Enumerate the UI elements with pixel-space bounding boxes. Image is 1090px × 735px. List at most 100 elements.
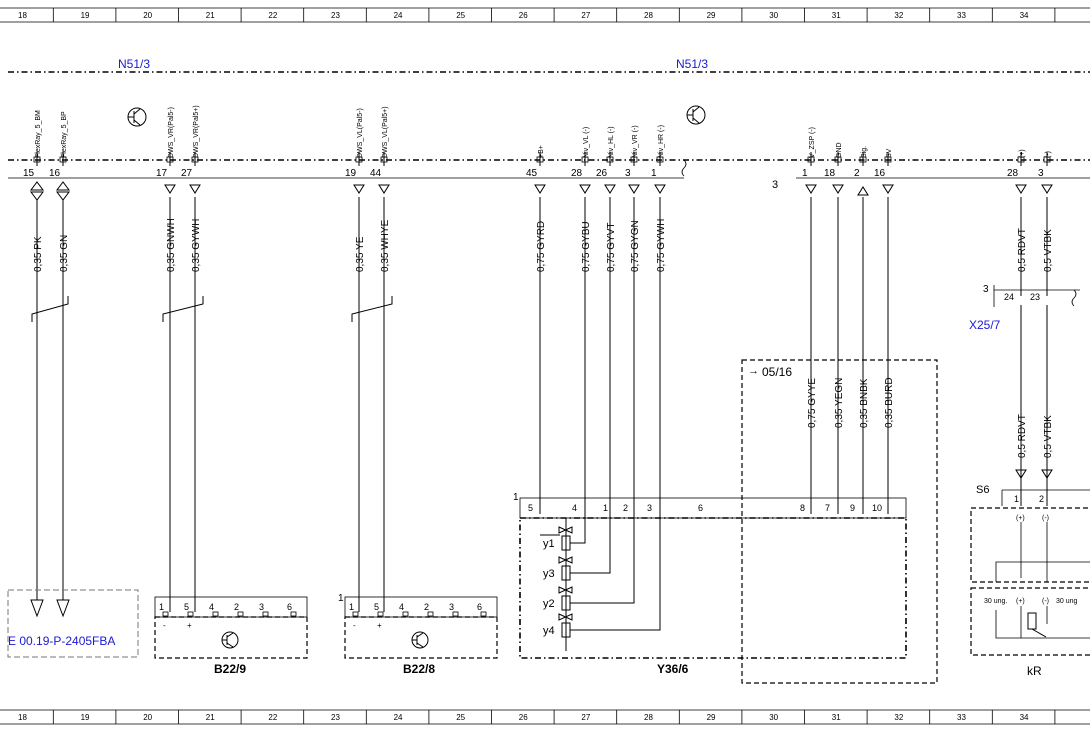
pin-label: (-) <box>1045 151 1052 158</box>
grid-number: 25 <box>456 713 465 722</box>
pin-number: 28 <box>1007 168 1019 179</box>
valve-coil-icon <box>561 595 571 611</box>
transistor-icon <box>686 105 706 125</box>
grid-number: 20 <box>143 11 152 20</box>
pin-label: Niv_HL (-) <box>608 126 615 158</box>
valve-coil-icon <box>561 535 571 551</box>
grid-number: 32 <box>894 713 903 722</box>
x25-pin-23: 23 <box>1030 292 1040 302</box>
wire-label: 0,35 GN <box>59 235 70 272</box>
wire-label: 0,35 PK <box>33 236 44 272</box>
wire-label: 0,5 RDVT <box>1017 228 1028 272</box>
pin-number: 17 <box>156 168 168 179</box>
b22-8-count: 1 <box>338 593 344 604</box>
grid-number: 22 <box>268 713 277 722</box>
grid-number: 29 <box>707 11 716 20</box>
pin-number: 28 <box>571 168 583 179</box>
pin-label: GND <box>836 142 843 158</box>
wire-label: 0,35 BURD <box>884 377 895 428</box>
wire-label: 0,35 GNWH <box>166 218 177 272</box>
pin-label: Sig. <box>861 146 868 158</box>
grid-number: 23 <box>331 713 340 722</box>
y36-pin: 4 <box>572 503 577 513</box>
pin-11: V_ZSP (-)10,75 GYYE <box>802 127 818 428</box>
valve-label: y4 <box>543 625 555 637</box>
grid-number: 22 <box>268 11 277 20</box>
x25-7-label: X25/7 <box>969 318 1001 332</box>
y36-pin: 8 <box>800 503 805 513</box>
grid-number: 20 <box>143 713 152 722</box>
option-label: 05/16 <box>762 365 792 379</box>
y36-pin: 3 <box>647 503 652 513</box>
grid-number: 31 <box>832 713 841 722</box>
pin-number: 2 <box>854 168 860 179</box>
wire-label: 0,35 WHYE <box>380 219 391 272</box>
connector-break-left <box>681 159 687 177</box>
pin-label: DWS_VR(Pal5-) <box>168 107 175 158</box>
grid-number: 24 <box>394 713 403 722</box>
x25-pin-24: 24 <box>1004 292 1014 302</box>
grid-number: 28 <box>644 11 653 20</box>
valve-label: y3 <box>543 568 555 580</box>
transistor-icon <box>221 631 239 649</box>
pin-label: FlexRay_5_BM <box>35 110 42 158</box>
pin-label: Niv_HR (-) <box>658 125 665 158</box>
b22-9-label: B22/9 <box>214 662 246 676</box>
y36-pin: 10 <box>872 503 882 513</box>
s6-label: S6 <box>976 484 989 496</box>
grid-number: 26 <box>519 11 528 20</box>
pin-number: 15 <box>23 168 35 179</box>
grid-number: 33 <box>957 11 966 20</box>
kr-text-d: 30 ung <box>1056 598 1078 605</box>
pin-12: GND 18 0,35 YEGN <box>824 142 845 428</box>
pin-label: SV <box>886 148 893 158</box>
pin-sign: + <box>187 621 192 630</box>
component-pin: 6 <box>287 602 292 612</box>
valve-label: y1 <box>543 538 555 550</box>
component-pin: 2 <box>424 602 429 612</box>
pin-number: 26 <box>596 168 608 179</box>
grid-number: 34 <box>1020 713 1029 722</box>
grid-number: 27 <box>581 713 590 722</box>
grid-number: 33 <box>957 713 966 722</box>
reference-box <box>7 589 139 658</box>
pin-sign: + <box>377 621 382 630</box>
s6-minus: (-) <box>1042 515 1049 522</box>
pin-sign: - <box>163 621 166 630</box>
grid-number: 24 <box>394 11 403 20</box>
kr-text-b: (+) <box>1016 598 1025 605</box>
pin-0: FlexRay_5_BM 15 0,35 PK <box>23 110 44 272</box>
pin-label: Niv_VL (-) <box>583 127 590 158</box>
wire-label: 0,75 GYBU <box>581 221 592 272</box>
grid-number: 19 <box>81 11 90 20</box>
component-pin: 3 <box>259 602 264 612</box>
component-pin: 1 <box>349 602 354 612</box>
wire-label: 0,35 YEGN <box>834 378 845 428</box>
pin-number: 18 <box>824 168 836 179</box>
component-pin: 5 <box>374 602 379 612</box>
grid-number: 30 <box>769 11 778 20</box>
pin-number: 1 <box>651 168 657 179</box>
transistor-icon <box>127 107 147 127</box>
s6-pin-1: 1 <box>1014 494 1019 504</box>
y36-pin: 7 <box>825 503 830 513</box>
grid-number: 21 <box>206 713 215 722</box>
wire-label: 0,35 YE <box>355 236 366 272</box>
pin-label: +B+ <box>538 145 545 158</box>
component-pin: 6 <box>477 602 482 612</box>
grid-number: 25 <box>456 11 465 20</box>
reference-doc-link[interactable]: E 00.19-P-2405FBA <box>8 634 115 648</box>
x25-7-connector: 3 24 23 X25/7 <box>969 284 1080 332</box>
x25-count: 3 <box>983 284 989 295</box>
grid-number: 27 <box>581 11 590 20</box>
y36-pin: 1 <box>603 503 608 513</box>
resistor-icon <box>1027 612 1037 630</box>
option-box-05-16 <box>741 359 938 684</box>
kr-text-c: (-) <box>1042 598 1049 605</box>
wire-label: 0,5 VTBK <box>1043 415 1054 458</box>
